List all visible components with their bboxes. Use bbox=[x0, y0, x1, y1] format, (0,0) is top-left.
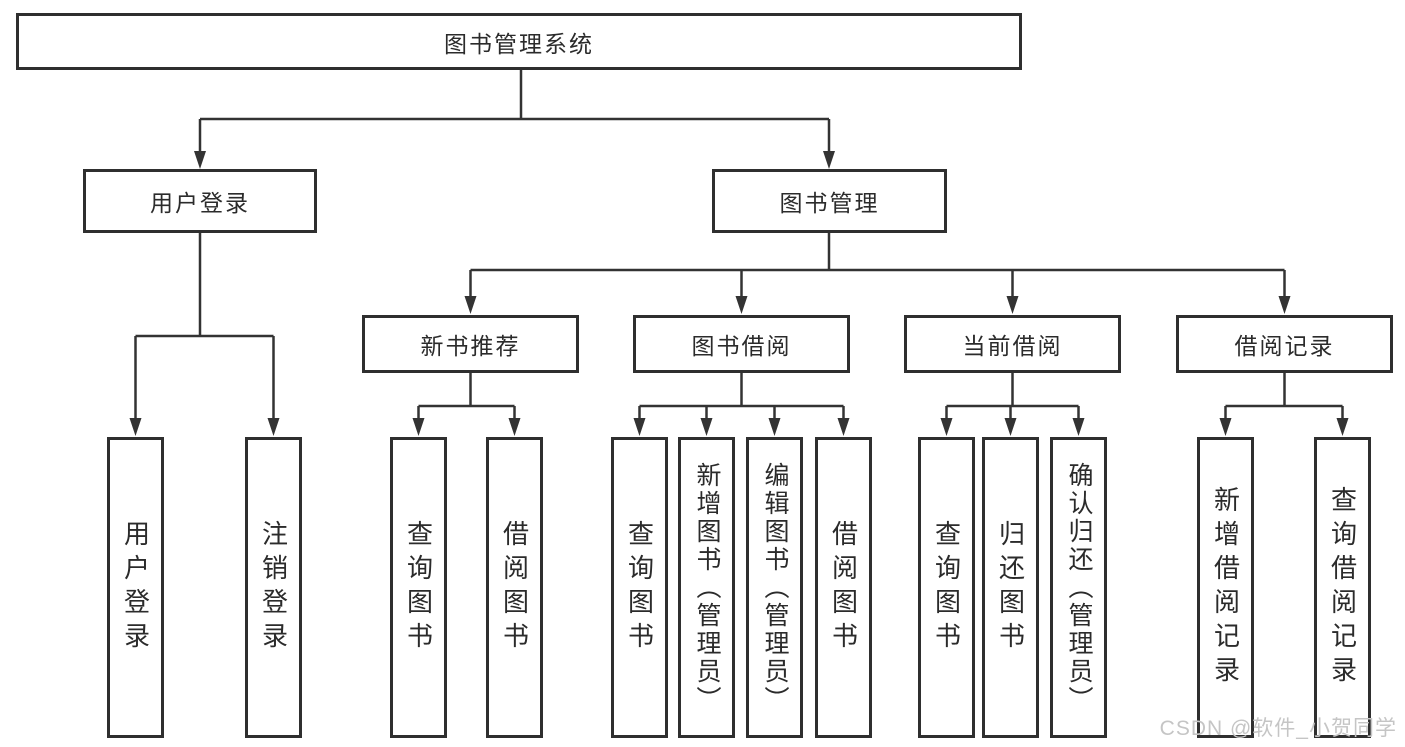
node-label: 查询图书 bbox=[403, 519, 434, 656]
node-label: 新书推荐 bbox=[420, 333, 521, 359]
node-book-borrowing: 图书借阅 bbox=[633, 315, 850, 373]
node-label: 编辑图书（管理员） bbox=[761, 461, 789, 714]
leaf-confirm-return-admin: 确认归还（管理员） bbox=[1050, 437, 1107, 738]
node-label: 图书管理 bbox=[779, 190, 880, 216]
leaf-user-login: 用户登录 bbox=[107, 437, 164, 738]
node-label: 查询图书 bbox=[931, 519, 962, 656]
node-label: 借阅图书 bbox=[828, 519, 859, 656]
leaf-borrow-books: 借阅图书 bbox=[486, 437, 543, 738]
node-label: 新增图书（管理员） bbox=[693, 461, 721, 714]
node-label: 当前借阅 bbox=[962, 333, 1063, 359]
node-current-borrowing: 当前借阅 bbox=[904, 315, 1121, 373]
node-label: 确认归还（管理员） bbox=[1065, 461, 1093, 714]
node-user-login-branch: 用户登录 bbox=[83, 169, 317, 233]
node-label: 用户登录 bbox=[150, 190, 250, 216]
node-label: 图书管理系统 bbox=[444, 30, 594, 57]
leaf-logout: 注销登录 bbox=[245, 437, 302, 738]
watermark-text: CSDN @软件_小贺同学 bbox=[1159, 717, 1397, 740]
node-label: 查询图书 bbox=[624, 519, 655, 656]
node-label: 借阅记录 bbox=[1234, 333, 1335, 359]
node-label: 查询借阅记录 bbox=[1327, 485, 1358, 690]
node-borrowing-records: 借阅记录 bbox=[1176, 315, 1393, 373]
node-label: 归还图书 bbox=[995, 519, 1026, 656]
leaf-return-books: 归还图书 bbox=[982, 437, 1039, 738]
node-new-book-recommend: 新书推荐 bbox=[362, 315, 579, 373]
node-label: 新增借阅记录 bbox=[1210, 485, 1241, 690]
leaf-query-books: 查询图书 bbox=[611, 437, 668, 738]
leaf-edit-books-admin: 编辑图书（管理员） bbox=[746, 437, 803, 738]
node-label: 用户登录 bbox=[120, 519, 151, 656]
leaf-add-books-admin: 新增图书（管理员） bbox=[678, 437, 735, 738]
node-label: 图书借阅 bbox=[691, 333, 792, 359]
node-book-management-branch: 图书管理 bbox=[712, 169, 947, 233]
node-label: 借阅图书 bbox=[499, 519, 530, 656]
leaf-borrow-books: 借阅图书 bbox=[815, 437, 872, 738]
leaf-add-borrow-record: 新增借阅记录 bbox=[1197, 437, 1254, 738]
leaf-query-books: 查询图书 bbox=[918, 437, 975, 738]
arrowheads bbox=[129, 151, 1349, 436]
node-library-management-system: 图书管理系统 bbox=[16, 13, 1022, 70]
leaf-query-books: 查询图书 bbox=[390, 437, 447, 738]
node-label: 注销登录 bbox=[258, 519, 289, 656]
leaf-query-borrow-record: 查询借阅记录 bbox=[1314, 437, 1371, 738]
